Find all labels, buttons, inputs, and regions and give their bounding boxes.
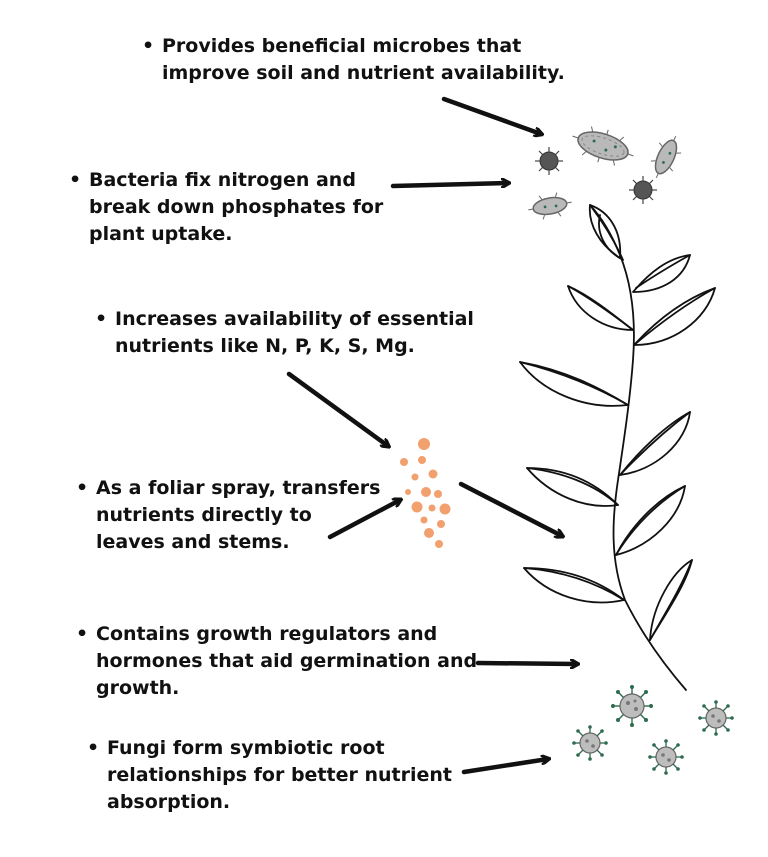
nutrient-droplets <box>400 438 451 548</box>
bullet-dot: • <box>69 169 82 191</box>
bullet-dot: • <box>142 35 155 57</box>
nutrient-droplet-icon <box>424 528 434 538</box>
point-bacteria: • Bacteria fix nitrogen and break down p… <box>69 167 384 248</box>
arrow-icon <box>458 481 562 536</box>
arrow-icon <box>461 759 548 775</box>
bullet-dot: • <box>95 308 108 330</box>
nutrient-droplet-icon <box>428 469 438 479</box>
point-line: As a foliar spray, transfers <box>96 477 381 499</box>
fungi-group <box>572 685 734 775</box>
point-nutrients: • Increases availability of essential nu… <box>95 306 474 360</box>
nutrient-droplet-icon <box>437 520 445 528</box>
point-line: Bacteria fix nitrogen and <box>89 169 356 191</box>
bacteria-icon <box>572 126 634 166</box>
nutrient-droplet-icon <box>400 458 408 466</box>
point-line: hormones that aid germination and <box>96 650 478 672</box>
nutrient-droplet-icon <box>411 473 419 481</box>
bacteria-group <box>528 126 682 220</box>
point-line: Contains growth regulators and <box>96 623 438 645</box>
nutrient-droplet-icon <box>435 540 443 548</box>
point-line: nutrients like N, P, K, S, Mg. <box>115 335 415 357</box>
nutrient-droplet-icon <box>439 503 451 515</box>
arrow-icon <box>286 371 388 446</box>
bacteria-icon <box>535 147 563 175</box>
nutrient-droplet-icon <box>418 456 426 464</box>
point-hormones: • Contains growth regulators and hormone… <box>76 621 478 702</box>
bullet-dot: • <box>76 623 89 645</box>
fungus-spore-icon <box>648 739 684 775</box>
fungus-spore-icon <box>698 700 734 736</box>
arrows <box>286 96 577 775</box>
bacteria-icon <box>528 192 572 220</box>
bacteria-icon <box>650 135 682 179</box>
point-line: absorption. <box>107 791 231 813</box>
arrow-icon <box>441 96 541 134</box>
fungus-spore-icon <box>611 685 653 727</box>
bullet-dot: • <box>76 477 89 499</box>
nutrient-droplet-icon <box>428 504 436 512</box>
bullet-dot: • <box>87 737 100 759</box>
nutrient-droplet-icon <box>421 487 431 497</box>
nutrient-droplet-icon <box>434 490 442 498</box>
point-line: improve soil and nutrient availability. <box>162 62 565 84</box>
point-foliar: • As a foliar spray, transfers nutrients… <box>76 475 381 556</box>
point-microbes: • Provides beneficial microbes that impr… <box>142 33 565 87</box>
arrow-icon <box>475 663 577 664</box>
point-line: nutrients directly to <box>96 504 312 526</box>
nutrient-droplet-icon <box>420 516 428 524</box>
point-line: Increases availability of essential <box>115 308 474 330</box>
bacteria-icon <box>629 176 657 204</box>
point-fungi: • Fungi form symbiotic root relationship… <box>87 735 452 816</box>
point-line: Provides beneficial microbes that <box>162 35 522 57</box>
nutrient-droplet-icon <box>405 489 411 495</box>
arrow-icon <box>327 500 400 540</box>
point-line: leaves and stems. <box>96 531 290 553</box>
arrow-icon <box>390 183 508 189</box>
point-line: plant uptake. <box>89 223 233 245</box>
fungus-spore-icon <box>572 725 608 761</box>
point-line: growth. <box>96 677 180 699</box>
point-line: break down phosphates for <box>89 196 384 218</box>
plant-stem-icon <box>519 204 716 691</box>
point-line: Fungi form symbiotic root <box>107 737 385 759</box>
nutrient-droplet-icon <box>418 438 430 450</box>
nutrient-droplet-icon <box>411 501 423 513</box>
point-line: relationships for better nutrient <box>107 764 452 786</box>
